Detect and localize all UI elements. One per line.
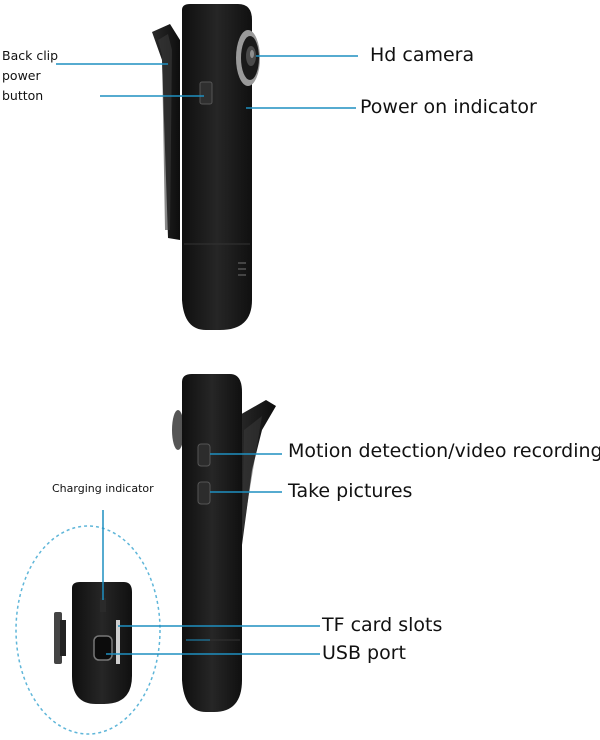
take-pictures-button <box>197 481 211 505</box>
back-clip-power-button-label: Back clip power button <box>2 48 59 103</box>
motion-detection-label: Motion detection/video recording <box>288 440 600 462</box>
motion-detection-button <box>197 443 211 467</box>
hd-camera-label: Hd camera <box>370 44 475 66</box>
hd-camera-lens <box>236 30 260 86</box>
bottom-device-body <box>182 374 242 712</box>
power-button <box>199 81 213 105</box>
take-pictures-label: Take pictures <box>288 480 413 502</box>
charging-indicator-led <box>100 598 106 612</box>
power-on-indicator-label: Power on indicator <box>360 96 537 118</box>
tf-card-slots-label: TF card slots <box>322 614 443 636</box>
inset-circle <box>15 525 161 735</box>
tf-card-slot <box>116 620 120 664</box>
top-device <box>56 4 358 330</box>
charging-indicator-label: Charging indicator <box>52 482 154 495</box>
usb-port <box>93 635 113 661</box>
usb-port-label: USB port <box>322 642 406 664</box>
bottom-device <box>15 374 320 735</box>
